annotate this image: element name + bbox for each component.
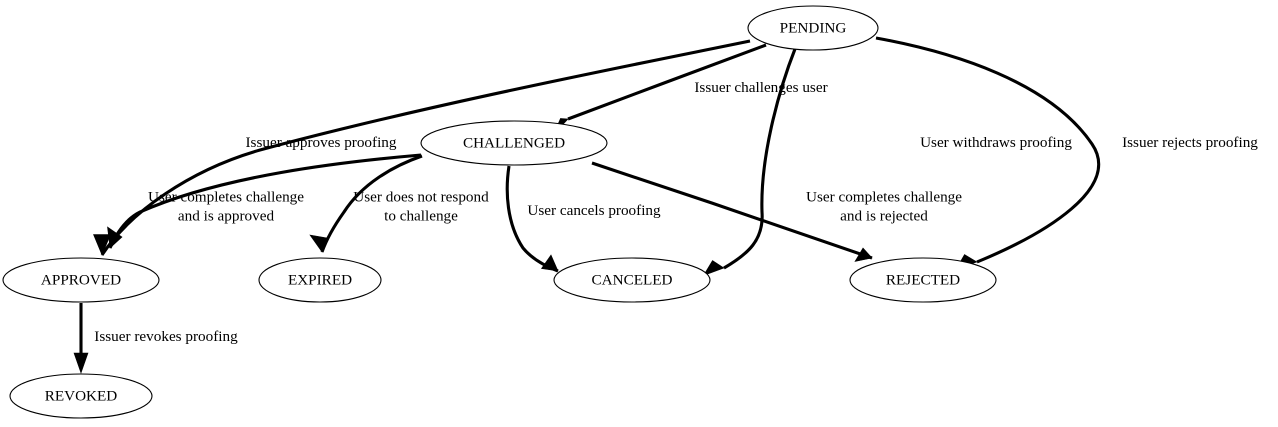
- node-shape-expired: [258, 257, 382, 303]
- node-challenged[interactable]: CHALLENGED: [420, 120, 608, 166]
- edge-challenged-expired: [309, 154, 423, 253]
- edge-line-challenged-approved: [108, 153, 422, 249]
- node-approved[interactable]: APPROVED: [2, 257, 160, 303]
- edge-pending-approved: [93, 39, 751, 256]
- edge-arrowhead-challenged-rejected: [854, 247, 873, 262]
- node-shape-challenged: [420, 120, 608, 166]
- edge-arrowhead-challenged-approved: [107, 226, 123, 249]
- edge-line-pending-rejected: [875, 36, 1101, 264]
- edge-arrowhead-pending-canceled: [702, 260, 725, 277]
- node-shape-revoked: [9, 373, 153, 419]
- edge-line-challenged-canceled: [505, 165, 559, 273]
- edge-line-challenged-expired: [320, 154, 423, 253]
- edge-label-pending-canceled: User withdraws proofing: [920, 134, 1072, 151]
- node-revoked[interactable]: REVOKED: [9, 373, 153, 419]
- edge-line-pending-challenged: [567, 43, 767, 121]
- edge-approved-revoked: [73, 303, 89, 374]
- edge-arrowhead-pending-approved: [93, 234, 111, 256]
- edges-layer: [73, 36, 1101, 374]
- node-pending[interactable]: PENDING: [747, 5, 879, 51]
- node-expired[interactable]: EXPIRED: [258, 257, 382, 303]
- node-shape-canceled: [553, 257, 711, 303]
- nodes-layer: PENDING CHALLENGED APPROVED EXPIRED CANCELED…: [2, 5, 997, 419]
- edge-line-pending-canceled: [723, 48, 797, 270]
- node-shape-approved: [2, 257, 160, 303]
- node-rejected[interactable]: REJECTED: [849, 257, 997, 303]
- edge-label-pending-rejected: Issuer rejects proofing: [1122, 134, 1258, 151]
- edge-challenged-approved: [107, 153, 422, 249]
- edge-pending-rejected: [875, 36, 1101, 270]
- edge-label-challenged-canceled: User cancels proofing: [527, 202, 661, 219]
- edge-line-challenged-rejected: [591, 161, 873, 260]
- edge-challenged-rejected: [591, 161, 873, 262]
- edge-arrowhead-challenged-expired: [309, 234, 328, 253]
- node-shape-pending: [747, 5, 879, 51]
- node-canceled[interactable]: CANCELED: [553, 257, 711, 303]
- edge-arrowhead-challenged-canceled: [540, 254, 559, 272]
- edge-line-pending-approved: [100, 39, 751, 256]
- edge-arrowhead-approved-revoked: [73, 352, 89, 374]
- edge-pending-canceled: [702, 48, 797, 277]
- node-shape-rejected: [849, 257, 997, 303]
- edge-label-pending-challenged: Issuer challenges user: [694, 79, 827, 96]
- edge-challenged-canceled: [505, 165, 559, 273]
- edge-label-approved-revoked: Issuer revokes proofing: [94, 328, 238, 345]
